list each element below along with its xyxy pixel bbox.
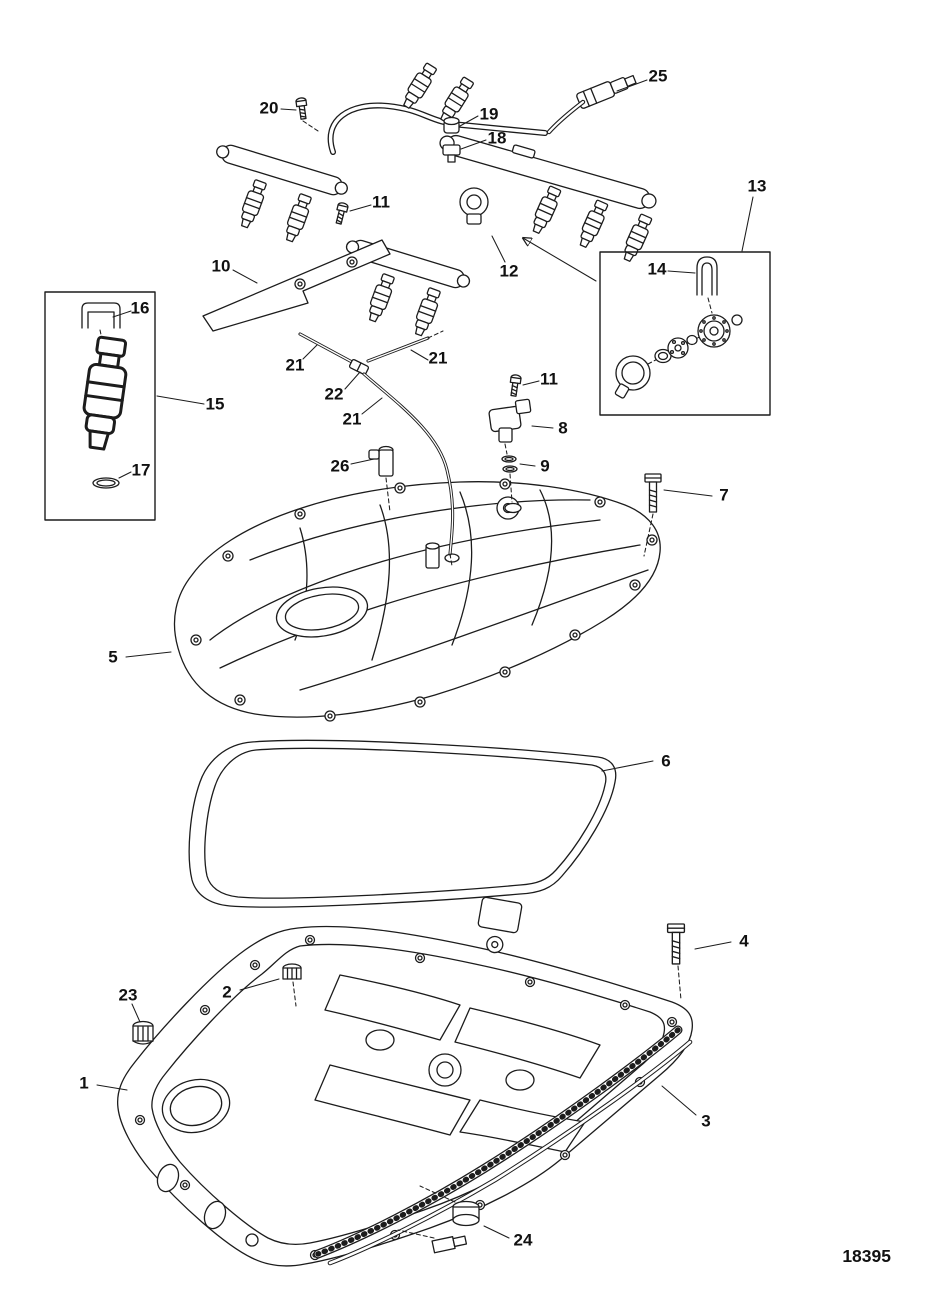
callout-23-24: 23 [118, 985, 138, 1005]
fuel-line-fitting [576, 74, 637, 109]
fuel-rail-assembly [202, 61, 657, 339]
end-seal-gasket [313, 1025, 693, 1266]
callout-26-17: 26 [330, 456, 350, 476]
callout-6-22: 6 [661, 751, 671, 771]
callout-11-5: 11 [372, 192, 390, 212]
front-fuel-rail [216, 144, 348, 196]
regulator-detail-box [599, 251, 771, 416]
callout-9-18: 9 [540, 456, 550, 476]
manifold-riser [477, 896, 523, 954]
lower-intake-manifold [116, 896, 694, 1267]
throttle-opening [275, 586, 369, 638]
fasteners [294, 96, 686, 1001]
injector-oring [92, 477, 120, 489]
rail-pressure-regulator [459, 187, 489, 225]
callout-20-0: 20 [259, 98, 279, 118]
drawing-number: 18395 [842, 1246, 891, 1266]
drain-plugs-24 [397, 1185, 480, 1254]
upper-intake-manifold [173, 478, 661, 722]
callout-22-12: 22 [324, 384, 344, 404]
callout-15-14: 15 [205, 394, 225, 414]
plenum-gasket [188, 739, 617, 908]
callout-10-7: 10 [211, 256, 231, 276]
callout-4-25: 4 [739, 931, 749, 951]
callout-2-23: 2 [222, 982, 232, 1002]
callout-21-13: 21 [342, 409, 362, 429]
hose-connector [348, 359, 370, 375]
vacuum-hose-assembly [298, 330, 455, 567]
pipe-plug-2 [282, 963, 302, 1007]
callout-8-16: 8 [558, 418, 568, 438]
callout-25-1: 25 [648, 66, 668, 86]
rail-bracket [202, 239, 391, 332]
callout-7-20: 7 [719, 485, 729, 505]
callout-11-15: 11 [540, 369, 558, 389]
callout-19-2: 19 [479, 104, 499, 124]
callout-24-28: 24 [513, 1230, 533, 1250]
callout-3-27: 3 [701, 1111, 711, 1131]
flange-bolt-holes [190, 478, 658, 722]
callout-12-6: 12 [499, 261, 519, 281]
leader-lines [96, 79, 754, 1239]
callout-16-9: 16 [130, 298, 150, 318]
map-sensor [488, 398, 532, 455]
rail-fitting [442, 144, 461, 163]
injector-detail-box [44, 291, 156, 521]
callout-1-26: 1 [79, 1073, 89, 1093]
callout-13-4: 13 [747, 176, 767, 196]
rail-cap [443, 116, 460, 134]
callout-5-21: 5 [108, 647, 118, 667]
regulator-parts [614, 314, 743, 399]
callout-18-3: 18 [487, 128, 507, 148]
pipe-plug-23 [132, 1020, 154, 1045]
injector-retainer-clip [81, 302, 121, 329]
front-opening [161, 1078, 231, 1134]
callout-14-8: 14 [647, 259, 667, 279]
elbow-fitting [368, 445, 394, 513]
callout-21-10: 21 [285, 355, 305, 375]
regulator-retainer-clip [696, 256, 718, 296]
install-direction-arrow [523, 238, 597, 282]
callout-21-11: 21 [428, 348, 448, 368]
sensor-seals [501, 455, 522, 514]
manifold-stub [425, 542, 440, 569]
callout-17-19: 17 [131, 460, 151, 480]
